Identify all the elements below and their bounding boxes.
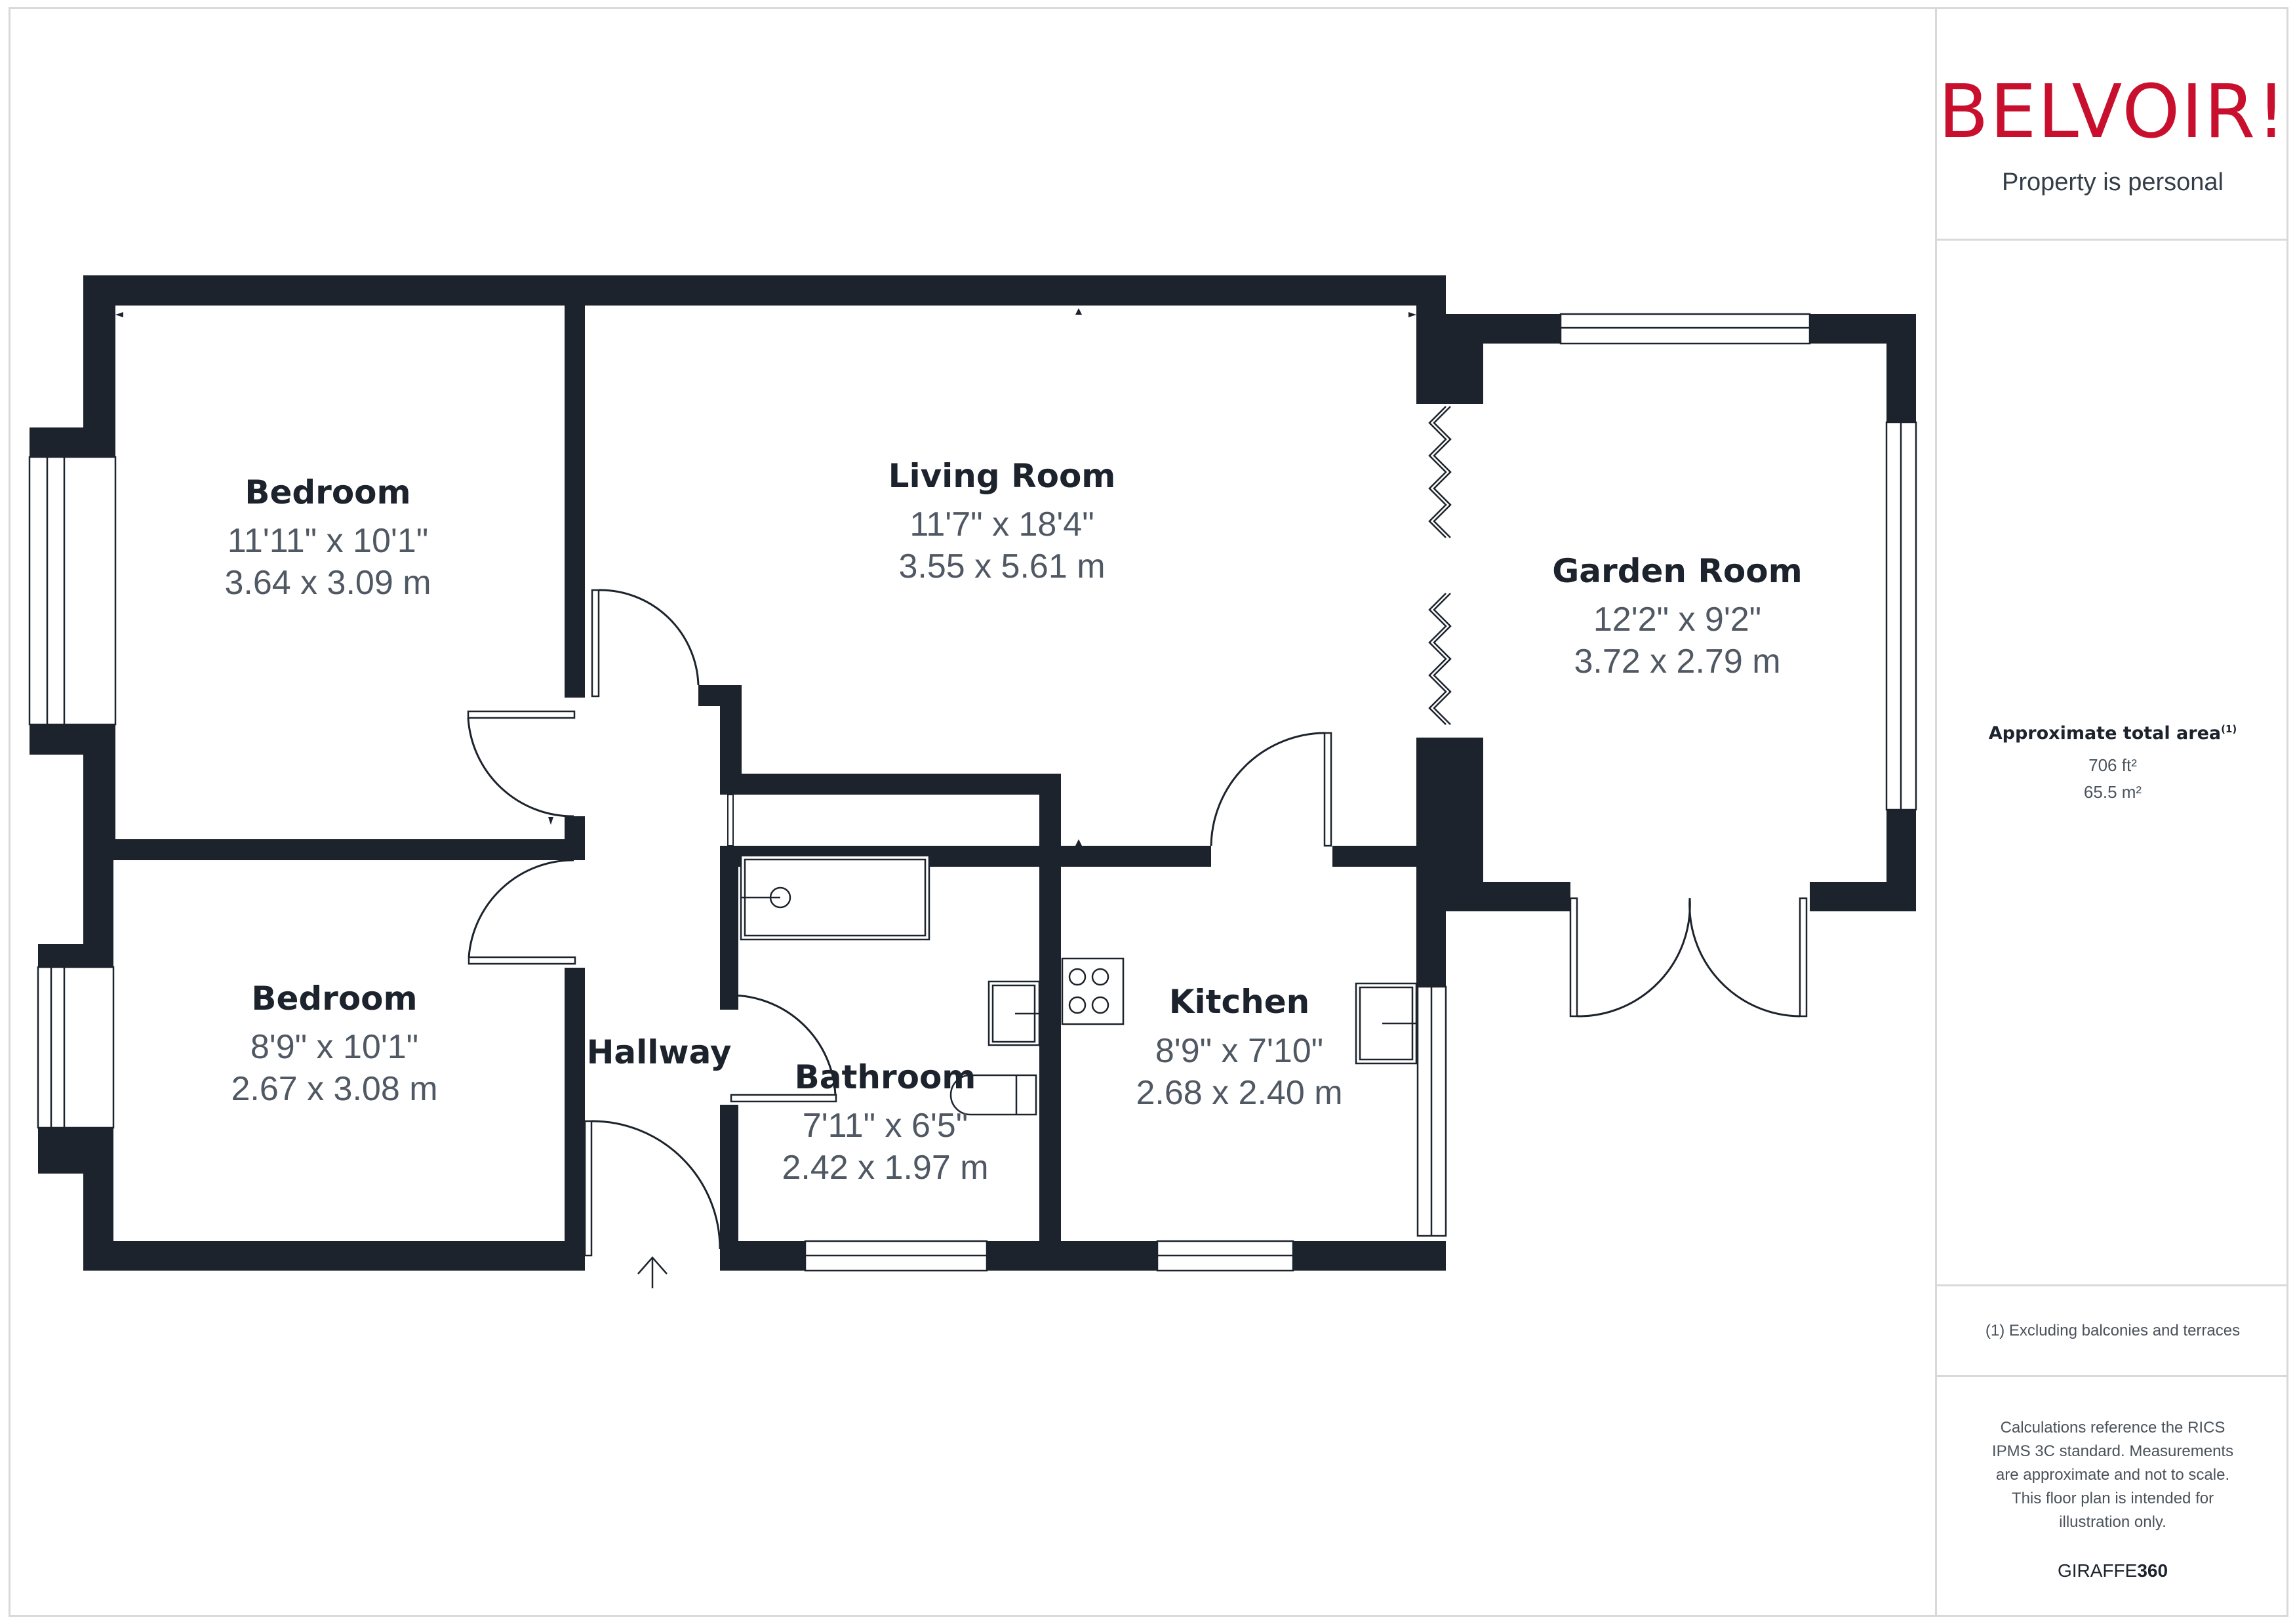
footnote-text: (1) Excluding balconies and terraces <box>1985 1321 2241 1339</box>
brand-section: BELVOIR! Property is personal <box>1937 7 2288 241</box>
room-imperial: 11'11" x 10'1" <box>228 522 428 560</box>
room-kitchen: Kitchen 8'9" x 7'10" 2.68 x 2.40 m <box>1136 983 1342 1112</box>
arrow-up-icon <box>637 1256 668 1288</box>
provider-name-bold: 360 <box>2137 1560 2168 1581</box>
room-name: Living Room <box>888 457 1116 495</box>
area-title-text: Approximate total area <box>1988 723 2222 743</box>
brand-logo: BELVOIR! <box>1938 69 2288 155</box>
footnote-section: (1) Excluding balconies and terraces <box>1937 1286 2288 1377</box>
room-metric: 3.64 x 3.09 m <box>224 564 431 602</box>
room-living-room: Living Room 11'7" x 18'4" 3.55 x 5.61 m <box>888 457 1116 585</box>
disclaimer-section: Calculations reference the RICS IPMS 3C … <box>1937 1377 2288 1615</box>
walls <box>30 275 1916 1271</box>
room-name: Kitchen <box>1169 983 1310 1021</box>
room-garden-room: Garden Room 12'2" x 9'2" 3.72 x 2.79 m <box>1552 552 1802 681</box>
room-metric: 2.42 x 1.97 m <box>782 1149 988 1187</box>
room-bedroom-2: Bedroom 8'9" x 10'1" 2.67 x 3.08 m <box>231 980 437 1108</box>
room-name: Garden Room <box>1552 552 1802 590</box>
info-panel: BELVOIR! Property is personal Approximat… <box>1935 7 2288 1617</box>
fixtures <box>740 854 1418 1116</box>
provider-logo: GIRAFFE360 <box>2058 1560 2168 1581</box>
provider-name-light: GIRAFFE <box>2057 1560 2138 1581</box>
room-imperial: 7'11" x 6'5" <box>803 1107 968 1145</box>
room-labels: Bedroom 11'11" x 10'1" 3.64 x 3.09 m Liv… <box>224 457 1802 1187</box>
room-name: Bedroom <box>245 473 410 511</box>
room-imperial: 8'9" x 10'1" <box>250 1028 418 1066</box>
room-metric: 2.68 x 2.40 m <box>1136 1074 1342 1112</box>
windows <box>28 313 1917 1272</box>
room-name: Bedroom <box>251 980 417 1018</box>
room-bedroom-1: Bedroom 11'11" x 10'1" 3.64 x 3.09 m <box>224 473 431 602</box>
room-metric: 3.55 x 5.61 m <box>898 547 1105 585</box>
room-imperial: 8'9" x 7'10" <box>1155 1032 1323 1070</box>
disclaimer-text: Calculations reference the RICS IPMS 3C … <box>1991 1419 2234 1531</box>
room-bathroom: Bathroom 7'11" x 6'5" 2.42 x 1.97 m <box>782 1058 988 1187</box>
area-metric: 65.5 m² <box>2083 782 2142 802</box>
room-metric: 2.67 x 3.08 m <box>231 1070 437 1108</box>
room-hallway: Hallway <box>587 1033 732 1071</box>
room-imperial: 12'2" x 9'2" <box>1593 601 1761 639</box>
room-name: Bathroom <box>795 1058 976 1096</box>
room-name: Hallway <box>587 1033 732 1071</box>
room-imperial: 11'7" x 18'4" <box>909 505 1094 544</box>
doors <box>467 406 1808 1257</box>
footnote-marker: (1) <box>2221 723 2237 735</box>
area-section: Approximate total area(1) 706 ft² 65.5 m… <box>1937 241 2288 1286</box>
brand-tagline: Property is personal <box>2002 168 2224 196</box>
area-imperial: 706 ft² <box>2088 755 2137 775</box>
page-frame <box>9 7 2288 1617</box>
floor-plan: Bedroom 11'11" x 10'1" 3.64 x 3.09 m Liv… <box>28 275 1917 1288</box>
area-title: Approximate total area(1) <box>1989 723 2237 743</box>
room-metric: 3.72 x 2.79 m <box>1574 643 1780 681</box>
dimension-markers <box>115 308 1416 846</box>
